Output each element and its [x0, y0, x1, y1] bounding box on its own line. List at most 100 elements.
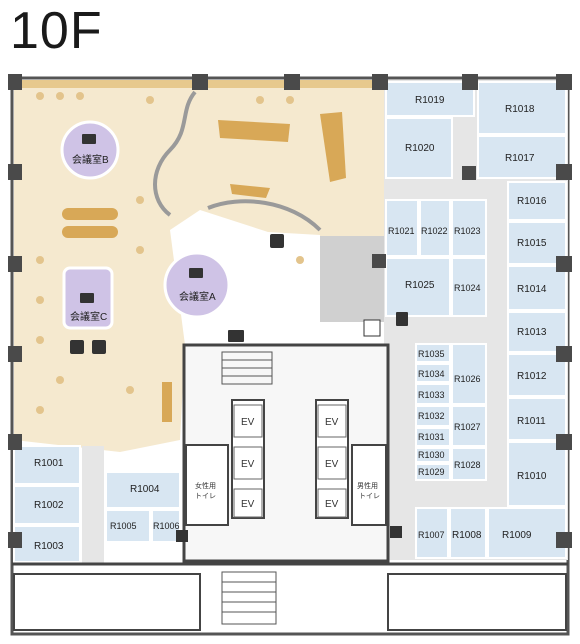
floor-label: 10F: [10, 2, 103, 60]
meeting-room-c-label: 会議室C: [70, 310, 107, 323]
bottom-left-block: [13, 573, 201, 631]
meeting-room-b-label: 会議室B: [72, 153, 109, 166]
elevator-label: EV: [325, 499, 339, 510]
room-R1012: [507, 353, 567, 397]
room-label-R1022: R1022: [421, 226, 448, 236]
room-label-R1025: R1025: [405, 280, 435, 291]
corridor-left: [82, 446, 104, 564]
room-R1002: [13, 485, 81, 525]
columns: [8, 74, 572, 548]
room-R1011: [507, 397, 567, 441]
room-R1028: [451, 447, 487, 481]
room-label-R1009: R1009: [502, 530, 532, 541]
room-label-R1011: R1011: [517, 416, 546, 427]
printer-icon: [396, 312, 408, 326]
room-label-R1035: R1035: [418, 349, 445, 359]
info-icon: [270, 234, 284, 248]
room-label-R1012: R1012: [517, 371, 547, 382]
restroom-sign-icon: [176, 530, 188, 542]
room-R1027: [451, 405, 487, 447]
room-R1020: [385, 117, 453, 179]
room-R1033: [415, 383, 451, 405]
meeting-room-a: [163, 251, 231, 319]
room-label-R1003: R1003: [34, 541, 64, 552]
elevator-label: EV: [325, 417, 339, 428]
room-label-R1031: R1031: [418, 432, 445, 442]
meeting-room-a-label: 会議室A: [179, 290, 216, 303]
lounge-tables: [62, 112, 346, 422]
stairs-upper: [221, 351, 273, 385]
restroom-women-label-1: 女性用: [195, 481, 216, 490]
elevator-label: EV: [325, 459, 339, 470]
office-rooms: [13, 81, 567, 563]
room-label-R1013: R1013: [517, 327, 547, 338]
room-label-R1014: R1014: [517, 284, 547, 295]
machine-room: [320, 236, 384, 322]
restroom-women: [185, 444, 229, 526]
elevator-label: EV: [241, 499, 255, 510]
room-label-R1023: R1023: [454, 226, 481, 236]
room-label-R1006: R1006: [153, 521, 180, 531]
room-R1005: [105, 509, 151, 543]
booth-icon: [92, 340, 106, 354]
facility-icons: [70, 234, 408, 542]
room-R1025: [385, 257, 451, 317]
room-label-R1008: R1008: [452, 530, 482, 541]
restroom-men: [351, 444, 387, 526]
room-R1003: [13, 525, 81, 563]
lounge-chairs: [36, 92, 304, 414]
room-R1014: [507, 265, 567, 311]
room-label-R1010: R1010: [517, 471, 547, 482]
room-R1008: [449, 507, 487, 559]
room-R1024: [451, 257, 487, 317]
stairs-lower: [221, 571, 277, 625]
room-label-R1018: R1018: [505, 104, 535, 115]
room-R1032: [415, 405, 451, 427]
room-R1019: [385, 81, 475, 117]
room-R1035: [415, 343, 451, 363]
restroom-women-label-2: トイレ: [195, 493, 216, 500]
room-R1010: [507, 441, 567, 507]
room-label-R1019: R1019: [415, 95, 445, 106]
room-label-R1026: R1026: [454, 374, 481, 384]
room-R1016: [507, 181, 567, 221]
room-R1022: [419, 199, 451, 257]
phone-icon: [70, 340, 84, 354]
room-label-R1029: R1029: [418, 467, 445, 477]
room-R1031: [415, 427, 451, 447]
room-label-R1033: R1033: [418, 390, 445, 400]
room-R1007: [415, 507, 449, 559]
room-label-R1004: R1004: [130, 484, 160, 495]
room-R1001: [13, 445, 81, 485]
room-label-R1015: R1015: [517, 238, 547, 249]
room-R1029: [415, 463, 451, 481]
room-R1021: [385, 199, 419, 257]
room-label-R1005: R1005: [110, 521, 137, 531]
room-label-R1030: R1030: [418, 450, 445, 460]
room-R1006: [151, 509, 181, 543]
room-label-R1020: R1020: [405, 143, 435, 154]
desk-icon: [228, 330, 244, 342]
elevator-label: EV: [241, 459, 255, 470]
room-label-R1021: R1021: [388, 226, 415, 236]
room-label-R1032: R1032: [418, 411, 445, 421]
room-R1018: [477, 81, 567, 135]
room-label-R1028: R1028: [454, 460, 481, 470]
room-label-R1017: R1017: [505, 153, 535, 164]
room-label-R1002: R1002: [34, 500, 64, 511]
room-R1023: [451, 199, 487, 257]
bottom-right-block: [387, 573, 567, 631]
elevator-label: EV: [241, 417, 255, 428]
room-R1009: [487, 507, 567, 559]
room-R1030: [415, 447, 451, 463]
room-R1034: [415, 363, 451, 383]
room-label-R1007: R1007: [418, 530, 445, 540]
room-R1004: [105, 471, 181, 509]
room-label-R1016: R1016: [517, 196, 547, 207]
room-label-R1001: R1001: [34, 458, 64, 469]
room-label-R1027: R1027: [454, 422, 481, 432]
restroom-sign-icon: [390, 526, 402, 538]
room-R1026: [451, 343, 487, 405]
room-R1017: [477, 135, 567, 179]
